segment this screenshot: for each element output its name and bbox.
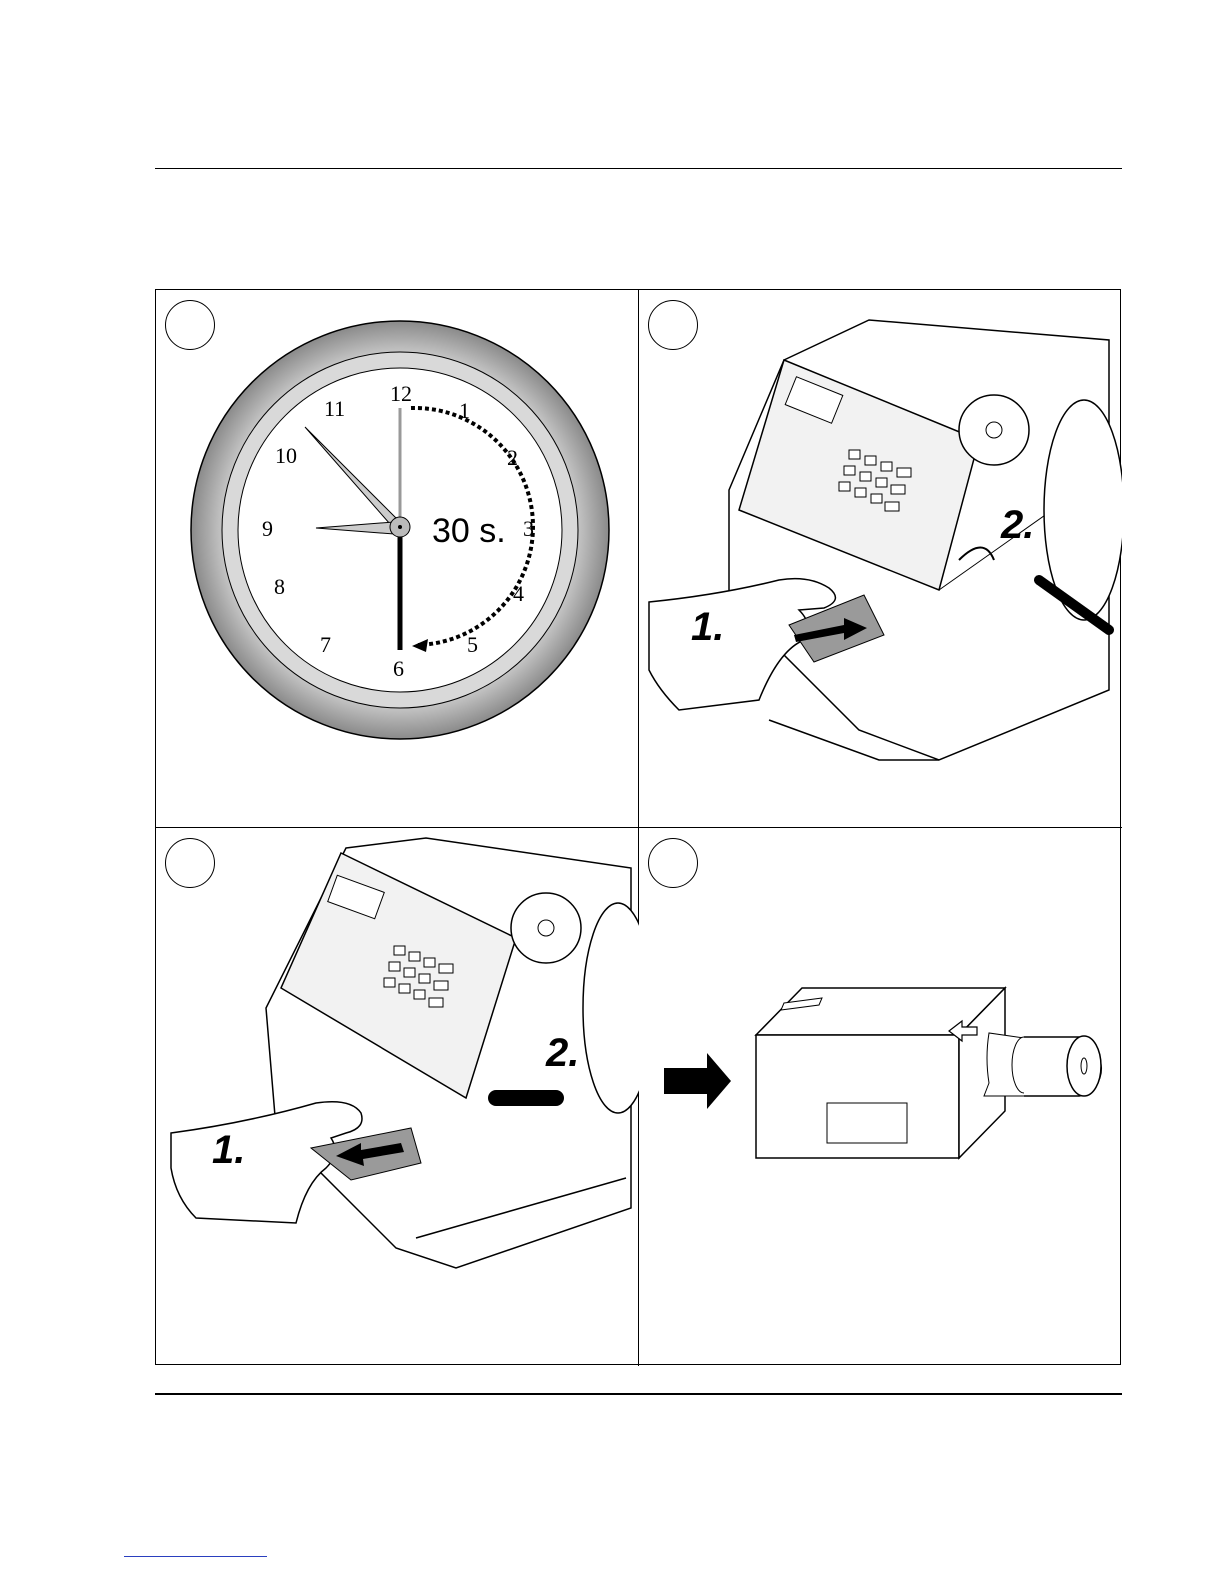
step-label-2: 2.: [1000, 503, 1034, 547]
printer-remove-card-illustration: 1. 2.: [156, 828, 639, 1366]
panel-load-media: [639, 828, 1122, 1366]
footer-rule: [155, 1393, 1122, 1395]
second-hand-end: [398, 530, 403, 650]
step-label-1: 1.: [212, 1128, 245, 1172]
clock-number-5: 5: [467, 632, 478, 657]
header-rule: [155, 168, 1122, 169]
clock-illustration: 12 1 2 3 4 5 6 7 8 9 10 11 30 s.: [156, 290, 639, 828]
clock-number-12: 12: [390, 381, 412, 406]
printer-insert-card-illustration: 1. 2.: [639, 290, 1122, 828]
step-label-1: 1.: [691, 605, 724, 649]
duration-label: 30 s.: [432, 512, 506, 550]
panel-remove-card: 1. 2.: [156, 828, 639, 1366]
clock-number-9: 9: [262, 516, 273, 541]
clock-number-11: 11: [324, 396, 345, 421]
clock-number-10: 10: [275, 443, 297, 468]
step-label-2: 2.: [545, 1031, 579, 1075]
printer-window: [827, 1103, 907, 1143]
clock-number-7: 7: [320, 632, 331, 657]
printer-load-media-illustration: [639, 828, 1122, 1366]
panel-insert-card: 1. 2.: [639, 290, 1122, 828]
clock-number-6: 6: [393, 656, 404, 681]
footer-link-underline: [124, 1556, 267, 1557]
panel-clock: 12 1 2 3 4 5 6 7 8 9 10 11 30 s.: [156, 290, 639, 828]
next-arrow-icon: [664, 1053, 731, 1109]
instruction-grid: 12 1 2 3 4 5 6 7 8 9 10 11 30 s.: [155, 289, 1121, 1365]
clock-number-8: 8: [274, 574, 285, 599]
